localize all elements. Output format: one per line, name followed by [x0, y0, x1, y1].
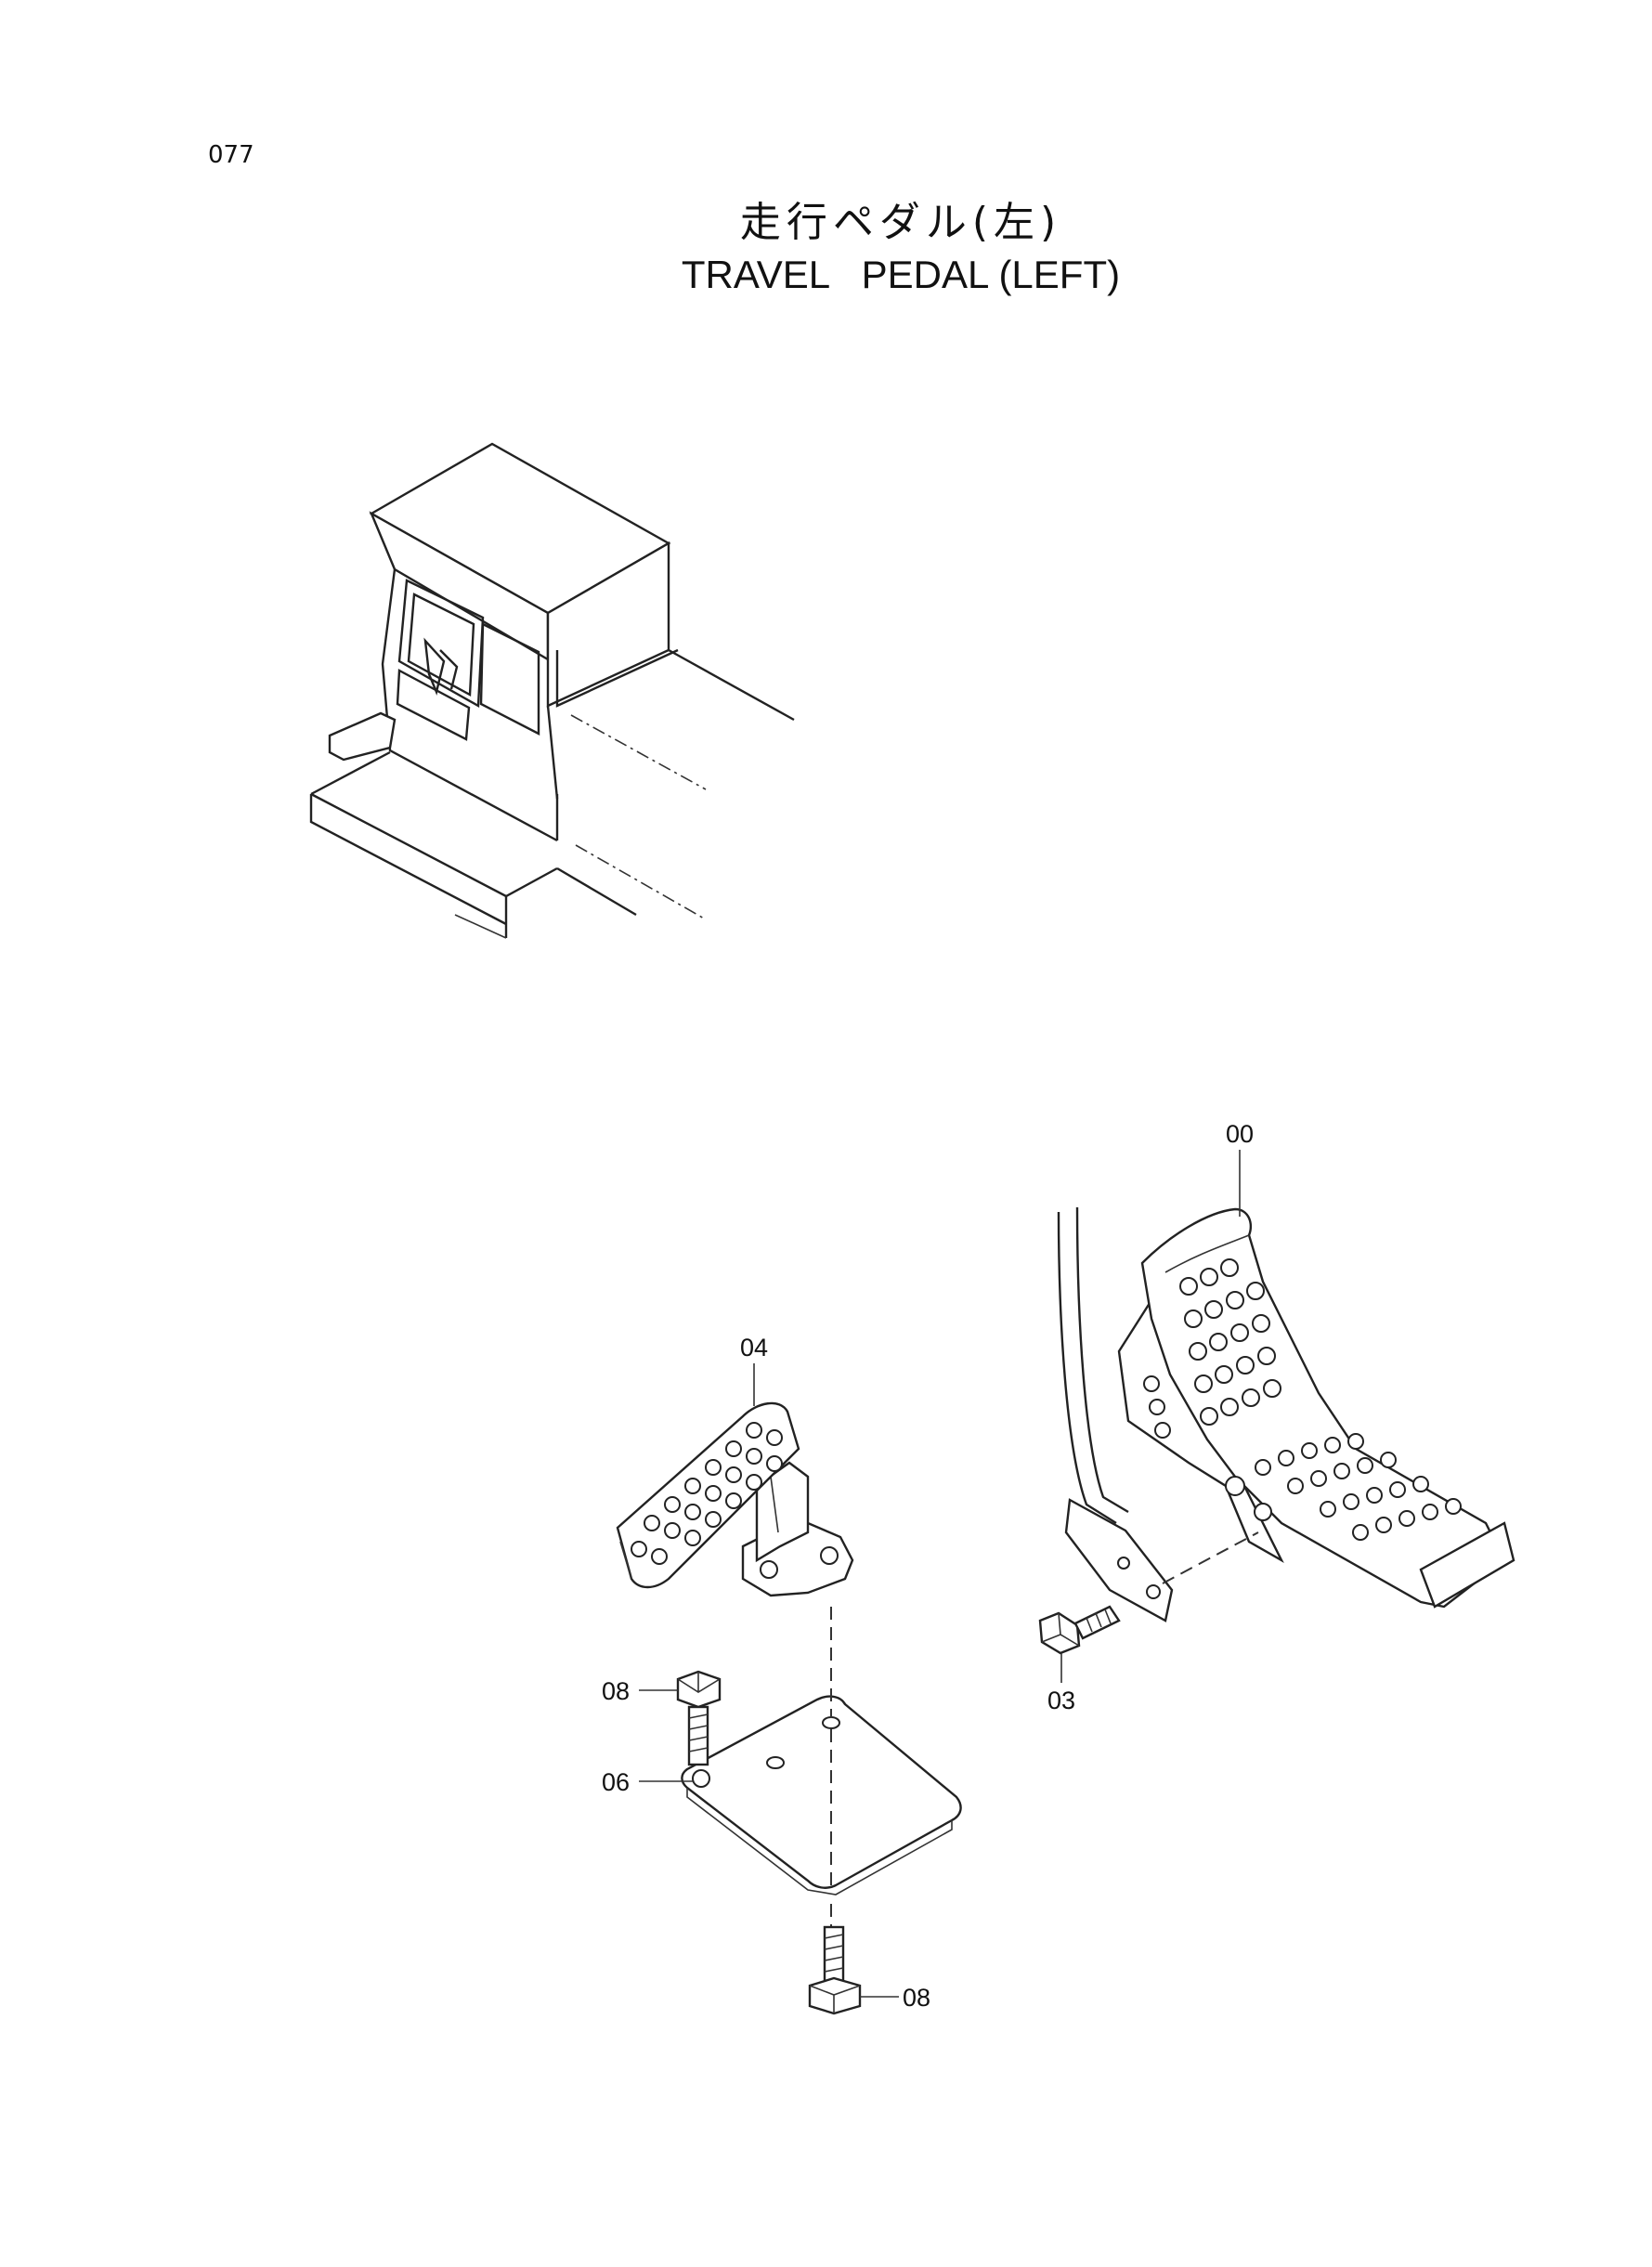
title-block: 走行ペダル(左) TRAVEL PEDAL (LEFT)	[557, 197, 1244, 301]
callout-03: 03	[1047, 1687, 1075, 1714]
callout-00: 00	[1226, 1120, 1254, 1148]
callout-08-lower: 08	[903, 1984, 930, 2012]
callout-04: 04	[740, 1334, 768, 1362]
bolt-03	[1038, 1605, 1121, 1683]
page-number: 077	[208, 141, 254, 169]
bolt-08-upper	[676, 1670, 722, 1766]
title-japanese: 走行ペダル(左)	[739, 199, 1062, 246]
callout-08-upper: 08	[602, 1677, 630, 1705]
bolt-08-lower	[808, 1925, 862, 2015]
title-english: TRAVEL PEDAL (LEFT)	[681, 253, 1121, 296]
pedal-04-tread-studs	[631, 1422, 783, 1565]
pedal-00-tread-studs	[1143, 1258, 1462, 1541]
callout-06: 06	[602, 1768, 630, 1796]
pedal-04	[616, 1363, 854, 1597]
plate-06	[681, 1695, 962, 1896]
pedal-assembly-00	[1057, 1150, 1515, 1622]
cab-overview-illustration	[309, 442, 795, 939]
